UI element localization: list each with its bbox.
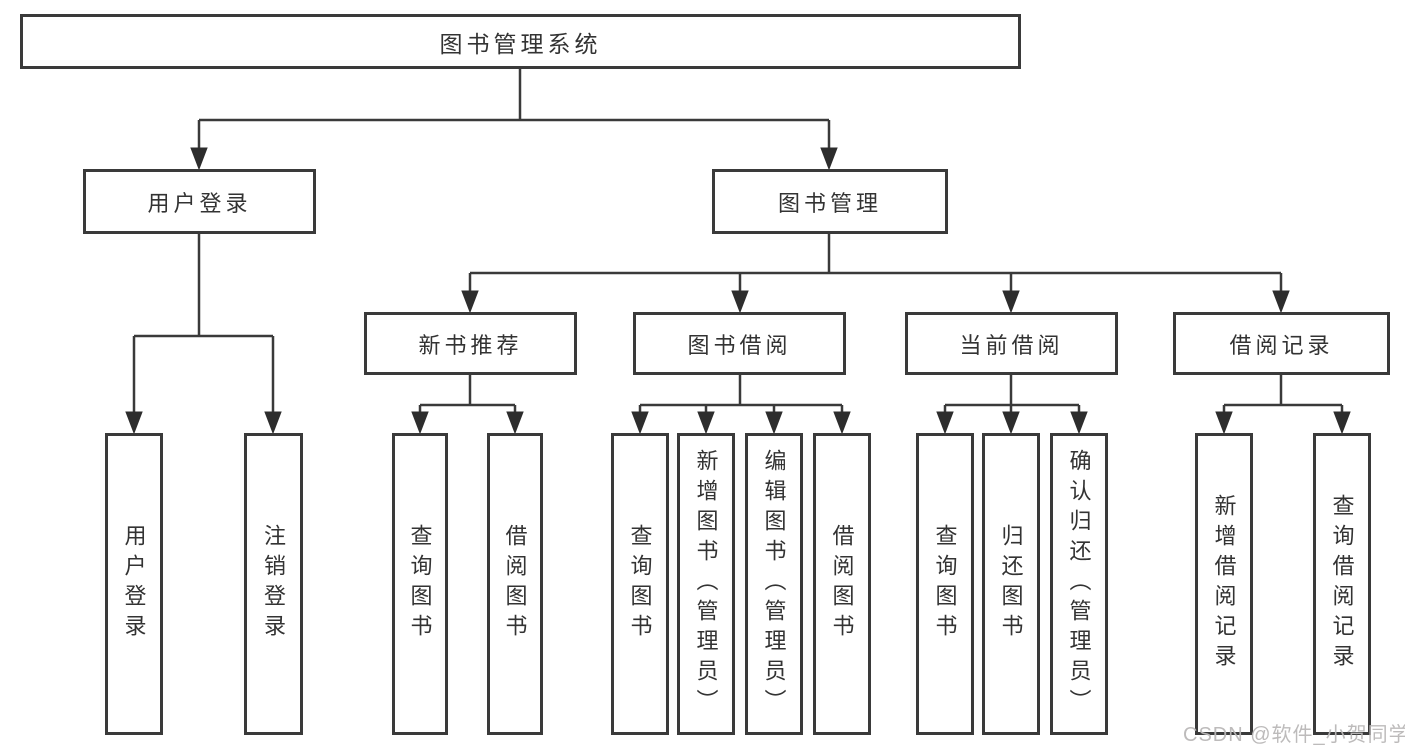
leaf-label: 查询借阅记录 [1329, 494, 1355, 674]
leaf-user-login: 用户登录 [105, 433, 163, 735]
connector-new-book-children [411, 375, 524, 435]
leaf-return-books: 归还图书 [982, 433, 1040, 735]
connector-borrow-records-children [1215, 375, 1351, 435]
leaf-label: 查询图书 [932, 524, 958, 644]
connector-root-to-level2 [190, 68, 838, 171]
leaf-label: 借阅图书 [502, 524, 528, 644]
node-borrowing-records: 借阅记录 [1173, 312, 1390, 375]
leaf-label: 查询图书 [627, 524, 653, 644]
leaf-label: 新增图书（管理员） [693, 449, 719, 719]
leaf-query-books-recommend: 查询图书 [392, 433, 448, 735]
node-library-management-system: 图书管理系统 [20, 14, 1021, 69]
leaf-logout: 注销登录 [244, 433, 303, 735]
leaf-query-borrow-record: 查询借阅记录 [1313, 433, 1371, 735]
node-book-borrowing: 图书借阅 [633, 312, 846, 375]
leaf-label: 确认归还（管理员） [1066, 449, 1092, 719]
connector-book-borrow-children [631, 375, 851, 435]
csdn-watermark: CSDN @软件_小贺同学 [1183, 724, 1405, 746]
leaf-label: 编辑图书（管理员） [761, 449, 787, 719]
leaf-label: 新增借阅记录 [1211, 494, 1237, 674]
leaf-label: 查询图书 [407, 524, 433, 644]
leaf-label: 归还图书 [998, 524, 1024, 644]
node-current-borrowing: 当前借阅 [905, 312, 1118, 375]
connector-book-management-children [461, 233, 1290, 314]
node-book-management: 图书管理 [712, 169, 948, 234]
leaf-add-borrow-record: 新增借阅记录 [1195, 433, 1253, 735]
leaf-label: 用户登录 [121, 524, 147, 644]
connector-user-login-children [125, 233, 282, 435]
connector-current-borrow-children [936, 375, 1088, 435]
leaf-borrow-books: 借阅图书 [813, 433, 871, 735]
leaf-label: 借阅图书 [829, 524, 855, 644]
leaf-borrow-books-recommend: 借阅图书 [487, 433, 543, 735]
leaf-confirm-return-admin: 确认归还（管理员） [1050, 433, 1108, 735]
leaf-query-books-current: 查询图书 [916, 433, 974, 735]
leaf-edit-books-admin: 编辑图书（管理员） [745, 433, 803, 735]
node-user-login: 用户登录 [83, 169, 316, 234]
leaf-add-books-admin: 新增图书（管理员） [677, 433, 735, 735]
node-new-book-recommendation: 新书推荐 [364, 312, 577, 375]
leaf-query-books-borrow: 查询图书 [611, 433, 669, 735]
leaf-label: 注销登录 [261, 524, 287, 644]
